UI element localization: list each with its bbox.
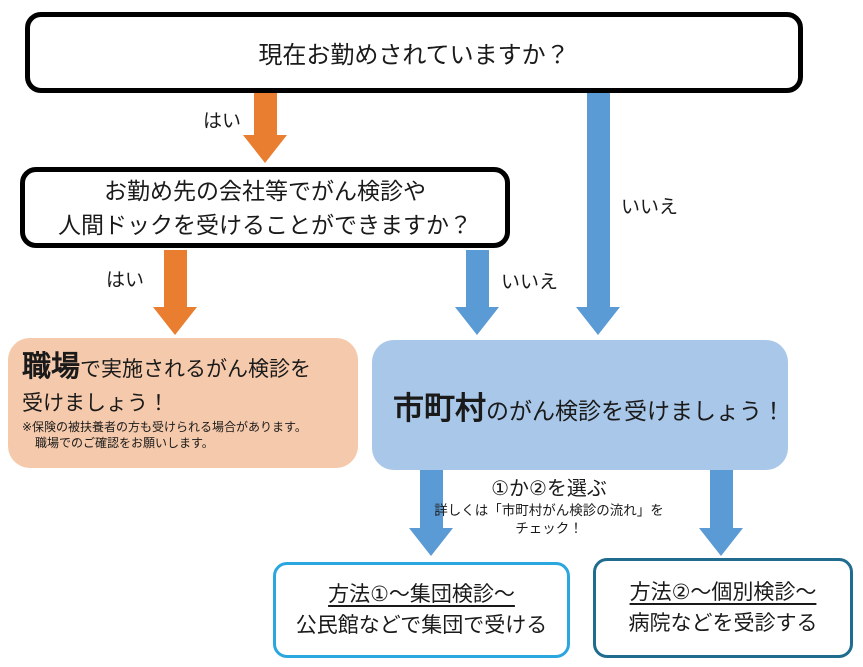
arrow-head-icon [576,307,620,335]
method2-desc: 病院などを受診する [628,612,818,635]
choose-line1: ①か②を選ぶ [491,478,607,500]
workplace-line1: 職場で実施されるがん検診を [22,348,346,389]
workplace-emphasis: 職場 [22,351,81,383]
arrow-head-icon [243,135,287,163]
method1-title: 方法①～集団検診～ [328,583,515,606]
workplace-note1: ※保険の被扶養者の方も受けられる場合があります。 [22,420,307,434]
workplace-result-box: 職場で実施されるがん検診を 受けましょう！ ※保険の被扶養者の方も受けられる場合… [8,338,358,468]
method2-individual-screening-box: 方法②～個別検診～ 病院などを受診する [593,558,853,658]
municipal-emphasis: 市町村 [393,390,486,426]
yes-label-1: はい [203,111,242,132]
method1-group-screening-box: 方法①～集団検診～ 公民館などで集団で受ける [273,562,570,658]
arrow-head-icon [409,528,453,556]
workplace-rest: で実施されるがん検診を [80,358,312,381]
yes-arrow-q1-to-q2 [243,93,287,163]
question-workplace-line2: 人間ドックを受けることができますか？ [58,211,472,238]
no-arrow-q1-to-municipal [576,93,620,335]
municipal-line: 市町村のがん検診を受けましょう！ [393,383,785,428]
question-workplace-line1: お勤め先の会社等でがん検診や [104,177,426,204]
question-box-employed: 現在お勤めされていますか？ [25,12,803,93]
workplace-note2: 職場でのご確認をお願いします。 [35,436,214,450]
workplace-line2: 受けましょう！ [22,392,169,415]
arrow-municipal-to-method1 [409,470,453,556]
method2-title: 方法②～個別検診～ [629,581,817,604]
choose-line2: 詳しくは「市町村がん検診の流れ」を [434,503,664,518]
arrow-shaft [163,250,187,307]
question-employed-text: 現在お勤めされていますか？ [258,42,570,69]
municipal-result-box: 市町村のがん検診を受けましょう！ [372,340,788,470]
arrow-head-icon [699,528,743,556]
no-label-1: いいえ [621,197,679,218]
no-arrow-q2-to-municipal [455,250,499,335]
choose-note: ①か②を選ぶ 詳しくは「市町村がん検診の流れ」を チェック！ [415,476,683,538]
arrow-shaft [465,250,489,307]
arrow-shaft [709,470,733,528]
arrow-shaft [253,93,277,135]
method1-desc: 公民館などで集団で受ける [295,614,548,637]
arrow-shaft [586,93,610,307]
yes-label-2: はい [106,270,145,291]
no-label-2: いいえ [501,272,559,293]
arrow-shaft [419,470,443,528]
municipal-rest: のがん検診を受けましょう！ [486,397,785,424]
yes-arrow-q2-to-workplace [153,250,197,335]
arrow-municipal-to-method2 [699,470,743,556]
question-box-workplace-checkup: お勤め先の会社等でがん検診や 人間ドックを受けることができますか？ [20,167,510,248]
arrow-head-icon [455,307,499,335]
choose-line3: チェック！ [515,521,583,536]
arrow-head-icon [153,307,197,335]
